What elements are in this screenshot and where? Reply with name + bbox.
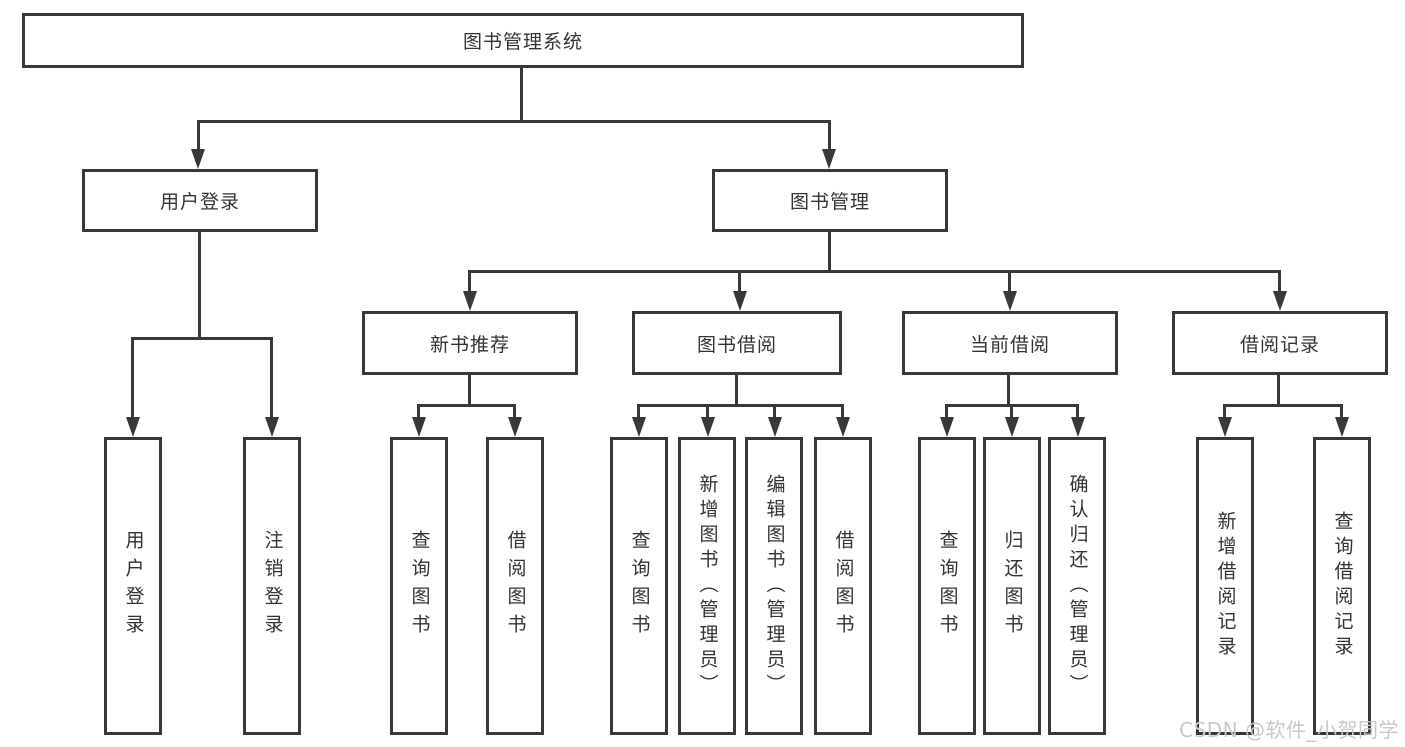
node-library-management-system: 图书管理系统: [22, 13, 1024, 68]
leaf-query-books-current: 查询图书: [918, 437, 976, 735]
node-book-borrowing: 图书借阅: [632, 311, 842, 375]
arrow-down-icon: [191, 149, 205, 169]
connector-trunk: [828, 232, 831, 270]
arrow-down-icon: [1335, 417, 1349, 437]
leaf-logout: 注销登录: [243, 437, 301, 735]
leaf-confirm-return-admin: 确认归还（管理员）: [1048, 437, 1106, 735]
arrow-down-icon: [1005, 417, 1019, 437]
connector-trunk: [198, 232, 201, 337]
arrow-down-icon: [1218, 417, 1232, 437]
leaf-user-login: 用户登录: [104, 437, 162, 735]
connector-trunk: [1277, 375, 1280, 404]
arrow-down-icon: [508, 417, 522, 437]
connector-drop: [1340, 404, 1343, 420]
node-current-borrowing: 当前借阅: [902, 311, 1118, 375]
arrow-down-icon: [822, 149, 836, 169]
connector-drop: [1008, 270, 1011, 294]
connector-root-trunk: [520, 68, 523, 120]
connector-trunk: [1007, 375, 1010, 404]
arrow-down-icon: [733, 291, 747, 311]
leaf-add-books-admin: 新增图书（管理员）: [678, 437, 736, 735]
connector-drop: [706, 404, 709, 420]
arrow-down-icon: [701, 417, 715, 437]
csdn-watermark: CSDN @软件_小贺同学: [1179, 718, 1399, 742]
connector-drop: [637, 404, 640, 420]
connector-branch: [468, 270, 1281, 273]
node-borrowing-records: 借阅记录: [1172, 311, 1388, 375]
connector-drop: [945, 404, 948, 420]
arrow-down-icon: [1003, 291, 1017, 311]
connector-drop: [513, 404, 516, 420]
arrow-down-icon: [836, 417, 850, 437]
arrow-down-icon: [768, 417, 782, 437]
leaf-edit-books-admin: 编辑图书（管理员）: [745, 437, 803, 735]
arrow-down-icon: [463, 291, 477, 311]
connector-drop: [828, 120, 831, 152]
leaf-borrow-books: 借阅图书: [814, 437, 872, 735]
connector-branch: [417, 404, 516, 407]
connector-trunk: [468, 375, 471, 404]
leaf-borrow-books-recommend: 借阅图书: [486, 437, 544, 735]
connector-drop: [1076, 404, 1079, 420]
connector-drop: [197, 120, 200, 152]
leaf-query-books-recommend: 查询图书: [390, 437, 448, 735]
arrow-down-icon: [265, 417, 279, 437]
connector-branch: [131, 337, 273, 340]
connector-drop: [468, 270, 471, 294]
node-new-book-recommendation: 新书推荐: [362, 311, 578, 375]
connector-branch: [637, 404, 844, 407]
arrow-down-icon: [632, 417, 646, 437]
arrow-down-icon: [1273, 291, 1287, 311]
leaf-query-borrowing-record: 查询借阅记录: [1313, 437, 1371, 735]
leaf-add-borrowing-record: 新增借阅记录: [1196, 437, 1254, 735]
leaf-query-books-borrowing: 查询图书: [610, 437, 668, 735]
node-user-login: 用户登录: [82, 169, 318, 232]
connector-trunk: [735, 375, 738, 404]
arrow-down-icon: [412, 417, 426, 437]
arrow-down-icon: [1071, 417, 1085, 437]
connector-drop: [738, 270, 741, 294]
connector-drop: [270, 337, 273, 420]
connector-drop: [417, 404, 420, 420]
connector-root-branch: [197, 120, 831, 123]
node-book-management: 图书管理: [712, 169, 948, 232]
arrow-down-icon: [126, 417, 140, 437]
connector-drop: [1010, 404, 1013, 420]
connector-drop: [1278, 270, 1281, 294]
leaf-return-books: 归还图书: [983, 437, 1041, 735]
connector-drop: [841, 404, 844, 420]
connector-drop: [131, 337, 134, 420]
connector-drop: [773, 404, 776, 420]
arrow-down-icon: [940, 417, 954, 437]
connector-branch: [1223, 404, 1343, 407]
connector-drop: [1223, 404, 1226, 420]
